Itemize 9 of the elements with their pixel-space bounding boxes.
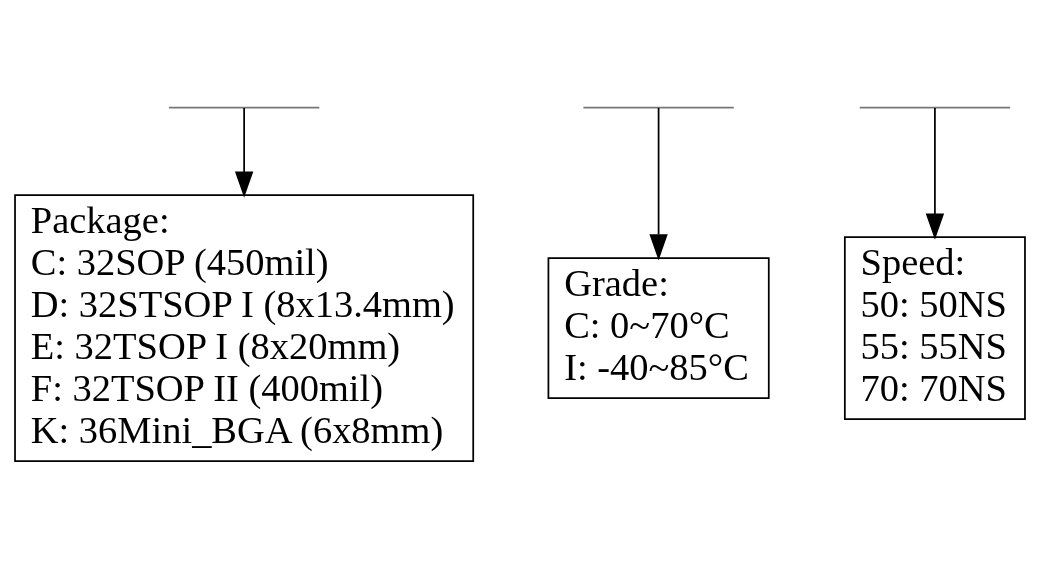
node-bar	[582, 106, 735, 109]
node-bar	[858, 106, 1011, 109]
node-box: Speed: 50: 50NS 55: 55NS 70: 70NS	[843, 236, 1026, 420]
arrow	[925, 107, 945, 240]
arrow	[649, 107, 668, 261]
node-box: Grade: C: 0~70°C I: -40~85°C	[547, 257, 770, 399]
node-box: Package: C: 32SOP (450mil) D: 32STSOP I (8x13.4mm) E: 32TSOP I (8x20mm) F: 32TSOP II (400mil) K: 36Mini_BGA (6x8mm)	[14, 194, 475, 462]
node-bar	[168, 106, 321, 109]
arrow	[234, 107, 254, 198]
